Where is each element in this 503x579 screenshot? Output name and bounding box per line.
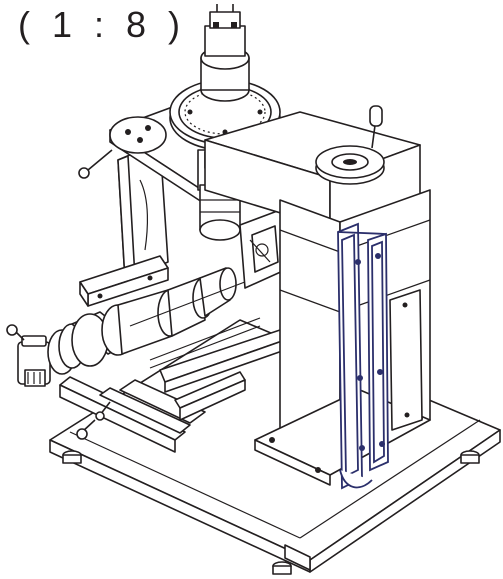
base-feet	[62, 450, 480, 575]
vertical-guide-rails	[337, 222, 389, 490]
handwheel	[315, 105, 385, 185]
inner-support-bracket	[239, 209, 286, 289]
top-specimen-holder	[200, 4, 250, 102]
left-bracket	[79, 141, 169, 307]
left-rotary-stage	[6, 323, 86, 387]
horizontal-spindle	[71, 267, 251, 367]
slide-handles	[76, 401, 111, 440]
scale-label: ( 1 : 8 )	[18, 4, 187, 45]
right-side-plate	[389, 289, 423, 431]
